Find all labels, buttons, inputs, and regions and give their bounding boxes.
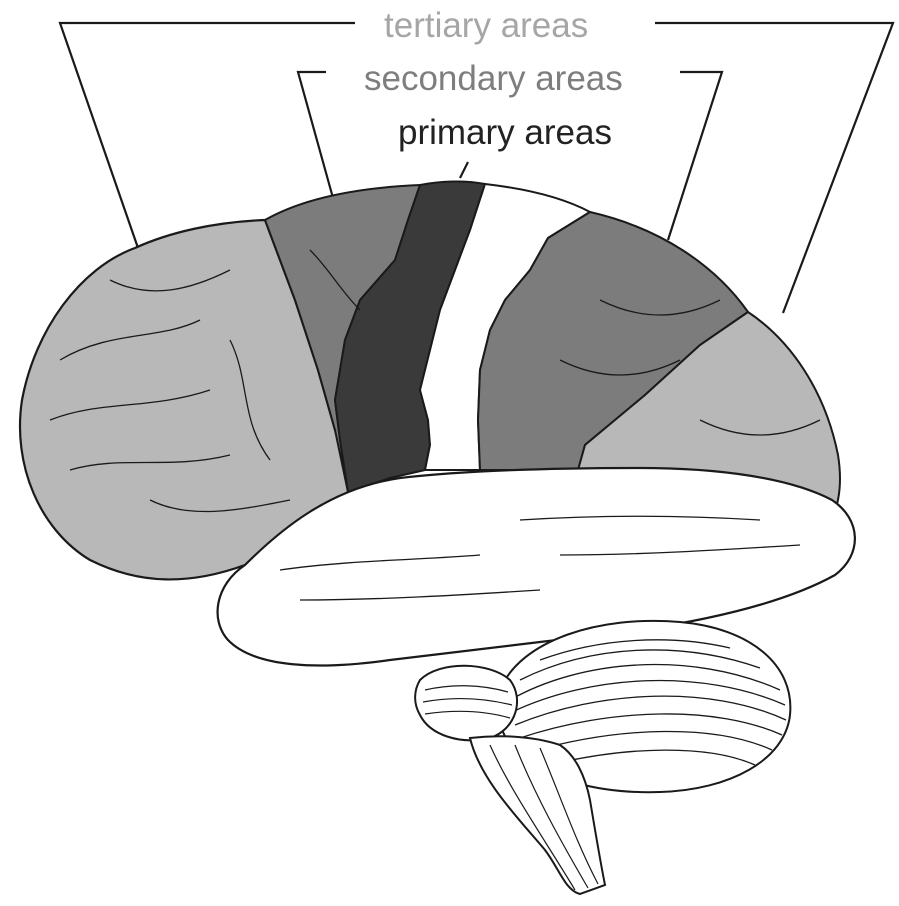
- primary-areas-label: primary areas: [392, 113, 618, 153]
- secondary-areas-label: secondary areas: [358, 59, 629, 99]
- secondary-leader-left: [298, 72, 333, 198]
- primary-leader: [460, 162, 468, 178]
- tertiary-areas-label: tertiary areas: [378, 6, 594, 46]
- secondary-leader-right: [668, 72, 722, 240]
